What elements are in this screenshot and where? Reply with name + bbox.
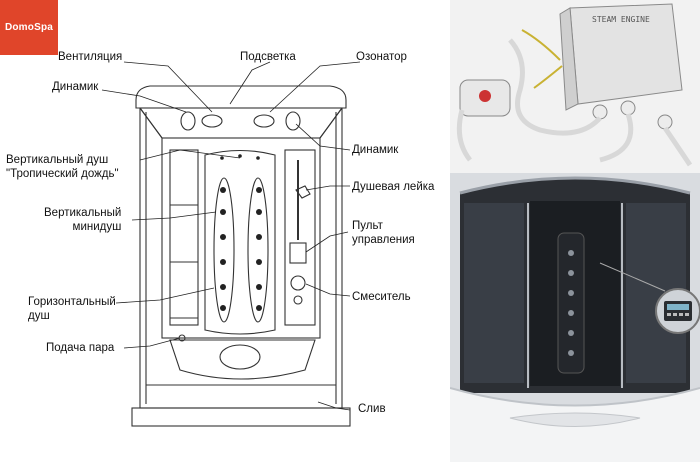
- nozzle: [220, 259, 226, 265]
- label-ventilation: Вентиляция: [58, 51, 123, 63]
- label-horizontal-shower-line1: Горизонтальный: [28, 296, 116, 308]
- label-horizontal-shower-line2: душ: [28, 310, 50, 322]
- control-panel: [289, 242, 307, 264]
- label-control-panel-line1: Пульт: [352, 220, 383, 232]
- leader-hand-shower: [305, 185, 350, 191]
- leader-backlight: [229, 61, 271, 105]
- leader-drain: [317, 401, 351, 411]
- label-ozonator: Озонатор: [356, 51, 407, 63]
- shower-cabin-diagram: [101, 61, 361, 427]
- label-speaker-left: Динамик: [52, 81, 99, 93]
- nozzle: [220, 187, 226, 193]
- label-vertical-minishower-line2: минидуш: [72, 221, 122, 233]
- nozzle: [256, 187, 262, 193]
- nozzle: [256, 305, 262, 311]
- leader-ventilation: [123, 61, 213, 113]
- nozzle: [220, 284, 226, 290]
- nozzle: [256, 234, 262, 240]
- label-backlight: Подсветка: [240, 51, 296, 63]
- leader-control-panel: [305, 231, 349, 253]
- label-vertical-shower-line1: Вертикальный душ: [6, 154, 109, 166]
- leader-steam-supply: [123, 337, 181, 349]
- label-control-panel-line2: управления: [352, 234, 415, 246]
- logo-text: DomoSpa: [4, 22, 54, 33]
- minishower-left: [213, 177, 235, 323]
- leader-ozonator: [269, 61, 361, 113]
- nozzle: [256, 209, 262, 215]
- label-control-panel: Пульт управления: [352, 219, 415, 247]
- label-hand-shower: Душевая лейка: [352, 181, 435, 193]
- label-vertical-minishower: Вертикальный минидуш: [44, 206, 121, 234]
- leader-mixer: [305, 283, 351, 297]
- leader-speaker-left: [101, 89, 187, 113]
- leader-vertical-minishower: [131, 211, 217, 221]
- label-mixer: Смеситель: [352, 291, 411, 303]
- leader-speaker-right: [295, 123, 351, 151]
- nozzle: [256, 284, 262, 290]
- cabin-roof: [135, 85, 347, 109]
- nozzle: [220, 305, 226, 311]
- label-horizontal-shower: Горизонтальный душ: [28, 295, 116, 323]
- label-steam-supply: Подача пара: [46, 342, 115, 354]
- steam-box-label: STEAM ENGINE: [592, 15, 650, 24]
- minishower-right: [247, 177, 269, 323]
- steam-generator-photo: STEAM ENGINE: [450, 0, 700, 173]
- nozzle: [220, 234, 226, 240]
- label-speaker-right: Динамик: [352, 144, 399, 156]
- nozzle: [220, 209, 226, 215]
- nozzle: [256, 259, 262, 265]
- speaker-left-grille: [180, 111, 196, 131]
- cabin-base: [131, 407, 351, 427]
- domospa-logo: DomoSpa: [0, 0, 58, 55]
- label-vertical-minishower-line1: Вертикальный: [44, 207, 122, 219]
- leader-vertical-shower: [139, 149, 241, 161]
- shower-cabin-photo: [450, 173, 700, 462]
- mixer: [290, 275, 306, 291]
- label-vertical-shower-line2: "Тропический дождь": [6, 168, 119, 180]
- speaker-right-grille: [285, 111, 301, 131]
- label-drain: Слив: [358, 403, 386, 415]
- leader-horizontal-shower: [115, 287, 215, 304]
- label-vertical-shower: Вертикальный душ "Тропический дождь": [6, 153, 119, 181]
